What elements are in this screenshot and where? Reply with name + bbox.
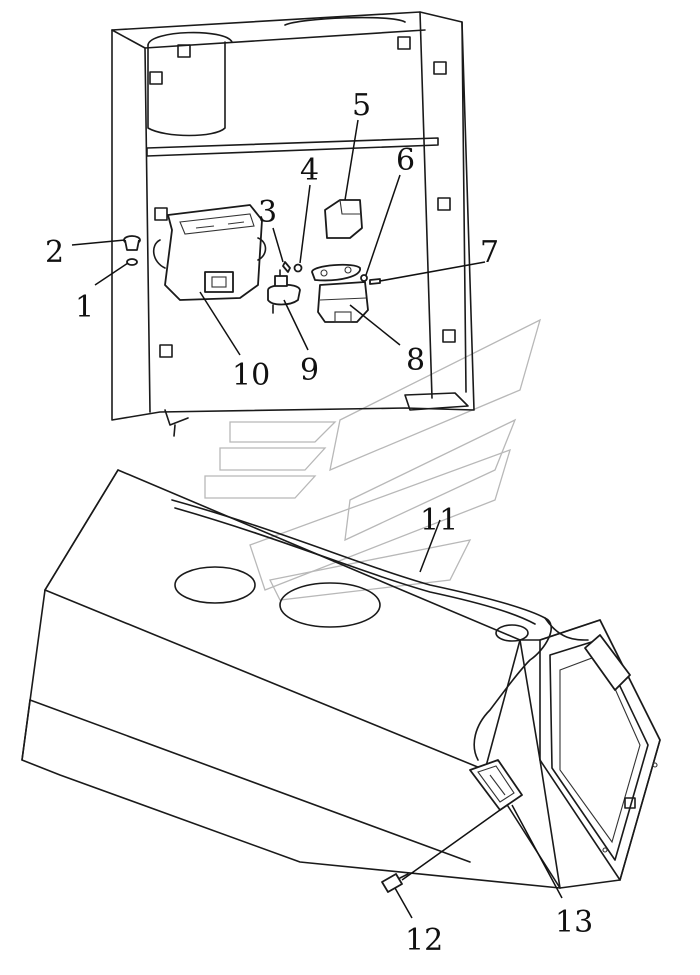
- part-8-relay: [311, 263, 369, 323]
- part-13-switch: [469, 759, 523, 811]
- console-housing: [21, 469, 661, 889]
- leader-lines: [71, 119, 563, 919]
- callout-2: 2: [45, 235, 64, 270]
- callout-5: 5: [352, 88, 371, 123]
- callout-9: 9: [300, 353, 319, 388]
- callout-8: 8: [406, 343, 425, 378]
- part-6-washer: [360, 274, 368, 282]
- part-11-wire-harness: [171, 499, 589, 761]
- callout-3: 3: [258, 195, 277, 230]
- part-12-plug: [381, 873, 409, 893]
- callout-1: 1: [75, 290, 94, 325]
- callout-7: 7: [480, 235, 499, 270]
- callout-10: 10: [232, 358, 270, 393]
- callout-11: 11: [420, 503, 458, 538]
- callout-labels: 1 2 3 4 5 6 7 8 9 10 11 12 13: [45, 88, 593, 958]
- callout-13: 13: [555, 905, 593, 940]
- part-4-nut: [293, 263, 303, 273]
- part-5-block: [324, 199, 363, 239]
- callout-4: 4: [300, 153, 319, 188]
- part-9-sensor: [267, 269, 301, 314]
- part-10-control-module: [152, 204, 267, 301]
- part-1-washer: [126, 258, 138, 266]
- part-3-screw: [282, 261, 291, 273]
- mounting-bracket-panel: [111, 11, 475, 437]
- part-2-grommet: [123, 235, 141, 251]
- wire-connector: [584, 634, 631, 691]
- callout-12: 12: [405, 923, 443, 958]
- watermark-logo: [204, 318, 542, 601]
- part-7-screw: [369, 278, 381, 285]
- callout-6: 6: [396, 143, 415, 178]
